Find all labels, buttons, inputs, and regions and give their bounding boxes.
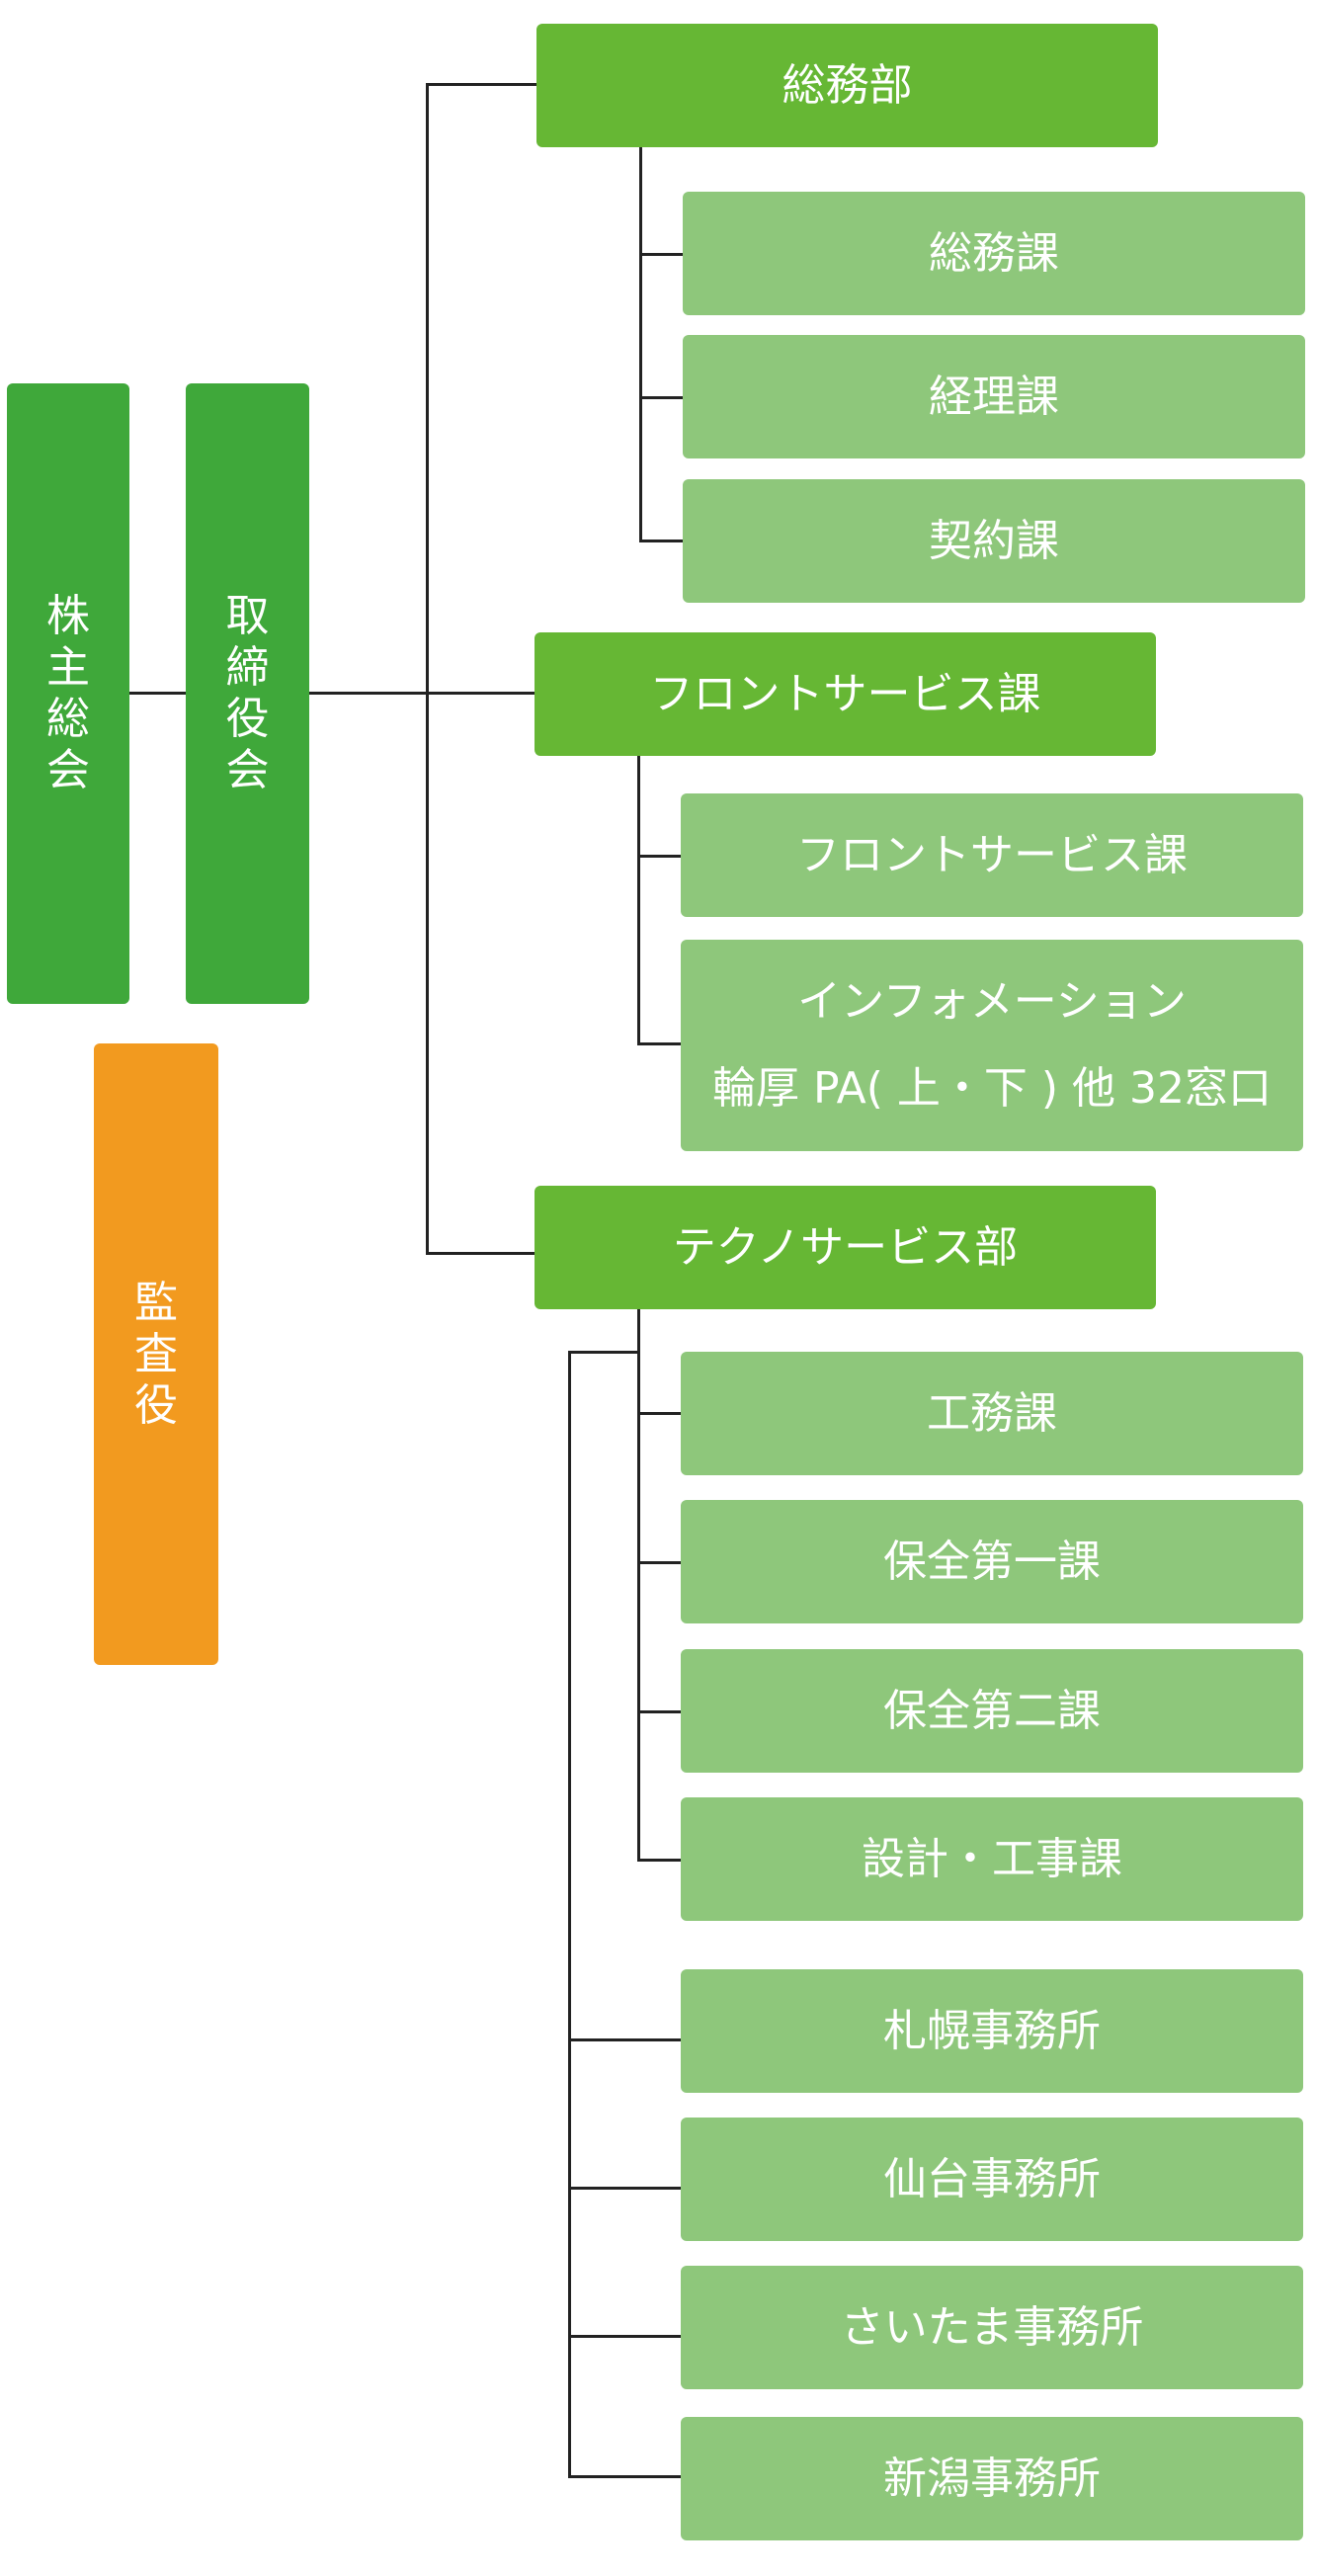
connector-to-front <box>426 692 535 695</box>
connector-offices-trunk <box>568 1351 571 2477</box>
connector-techno-s2 <box>637 1561 681 1564</box>
office-label: 仙台事務所 <box>883 2153 1101 2204</box>
auditor-char: 役 <box>134 1379 178 1431</box>
office-box: 仙台事務所 <box>681 2118 1303 2241</box>
section-box: 保全第一課 <box>681 1500 1303 1623</box>
office-box: 新潟事務所 <box>681 2417 1303 2540</box>
connector-office-1 <box>568 2038 681 2041</box>
board-of-directors-box: 取 締 役 会 <box>186 383 309 1004</box>
section-box: 保全第二課 <box>681 1649 1303 1773</box>
section-label: 契約課 <box>929 515 1059 566</box>
auditor-char: 監 <box>134 1277 178 1328</box>
information-locations-label: 輪厚 PA( 上・下 ) 他 32窓口 <box>711 1063 1273 1114</box>
dept-label: テクノサービス部 <box>672 1221 1019 1273</box>
information-label: インフォメーション <box>797 976 1187 1027</box>
section-label: 工務課 <box>927 1387 1057 1439</box>
board-char: 会 <box>225 745 270 795</box>
connector-techno-s1 <box>637 1412 681 1415</box>
section-box: 総務課 <box>683 192 1305 315</box>
dept-label: フロントサービス課 <box>649 668 1041 719</box>
board-char: 役 <box>225 694 270 744</box>
section-label: フロントサービス課 <box>796 829 1188 880</box>
connector-to-general <box>426 83 536 86</box>
connector-general-s2 <box>639 396 683 399</box>
section-label: 経理課 <box>929 371 1059 422</box>
connector-techno-sections <box>637 1309 640 1862</box>
connector-office-2 <box>568 2187 681 2190</box>
section-label: 保全第二課 <box>883 1685 1101 1736</box>
connector-front-s1 <box>637 855 681 858</box>
dept-label: 総務部 <box>782 59 913 111</box>
connector-to-techno <box>426 1252 535 1255</box>
auditor-char: 査 <box>134 1328 178 1379</box>
shareholders-meeting-box: 株 主 総 会 <box>7 383 129 1004</box>
office-label: 札幌事務所 <box>883 2005 1101 2056</box>
section-box: 経理課 <box>683 335 1305 458</box>
connector-general-s1 <box>639 253 683 256</box>
section-label: 総務課 <box>929 227 1059 279</box>
connector-offices-link <box>568 1351 640 1354</box>
connector-general-sections <box>639 146 642 542</box>
shareholders-char: 株 <box>46 591 90 641</box>
connector-front-sections <box>637 754 640 1045</box>
shareholders-char: 主 <box>46 642 90 693</box>
connector-front-s2 <box>637 1042 681 1045</box>
office-box: 札幌事務所 <box>681 1969 1303 2093</box>
section-box: 契約課 <box>683 479 1305 603</box>
office-label: さいたま事務所 <box>840 2301 1144 2353</box>
general-affairs-dept-box: 総務部 <box>536 24 1158 147</box>
connector-techno-s3 <box>637 1710 681 1713</box>
connector-board-trunk <box>309 692 428 695</box>
front-service-dept-box: フロントサービス課 <box>535 632 1156 756</box>
connector-shareholders-board <box>128 692 188 695</box>
connector-techno-s4 <box>637 1859 681 1862</box>
shareholders-char: 会 <box>46 745 90 795</box>
techno-service-dept-box: テクノサービス部 <box>535 1186 1156 1309</box>
section-label: 保全第一課 <box>883 1536 1101 1587</box>
connector-main-trunk <box>426 83 429 1255</box>
section-box: 工務課 <box>681 1352 1303 1475</box>
section-box: フロントサービス課 <box>681 793 1303 917</box>
connector-general-s3 <box>639 540 683 542</box>
auditor-box: 監 査 役 <box>94 1043 218 1665</box>
connector-office-4 <box>568 2475 681 2478</box>
board-char: 締 <box>225 642 270 693</box>
board-char: 取 <box>225 591 270 641</box>
connector-office-3 <box>568 2335 681 2338</box>
office-box: さいたま事務所 <box>681 2266 1303 2389</box>
section-box: 設計・工事課 <box>681 1797 1303 1921</box>
shareholders-char: 総 <box>46 694 90 744</box>
section-label: 設計・工事課 <box>862 1833 1122 1884</box>
office-label: 新潟事務所 <box>883 2452 1101 2504</box>
information-section-box: インフォメーション 輪厚 PA( 上・下 ) 他 32窓口 <box>681 940 1303 1151</box>
